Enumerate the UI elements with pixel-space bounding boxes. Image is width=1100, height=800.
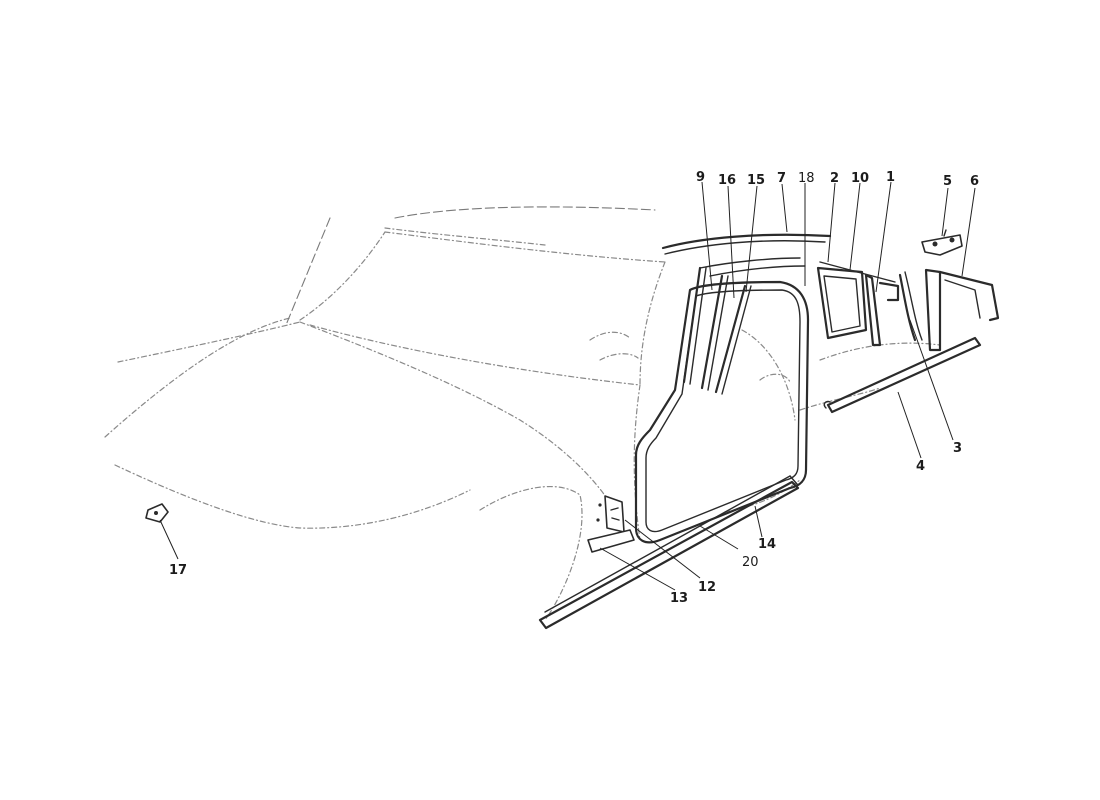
part-7-roof-rail bbox=[661, 233, 832, 250]
callout-2: 2 bbox=[830, 171, 839, 186]
callout-6: 6 bbox=[970, 174, 979, 189]
callout-20: 20 bbox=[742, 555, 759, 570]
callout-14: 14 bbox=[758, 537, 776, 552]
part-17-latch bbox=[145, 503, 169, 523]
part-13-plate bbox=[587, 529, 635, 553]
leader-lines bbox=[159, 181, 976, 591]
callout-9: 9 bbox=[696, 170, 705, 185]
callout-1: 1 bbox=[886, 170, 895, 185]
part-2-window-frame bbox=[816, 266, 868, 340]
part-20-sill bbox=[538, 480, 800, 630]
part-6-seal bbox=[924, 268, 942, 352]
callout-16: 16 bbox=[718, 173, 736, 188]
callout-4: 4 bbox=[916, 459, 925, 474]
callout-12: 12 bbox=[698, 580, 716, 595]
callout-18: 18 bbox=[798, 171, 815, 186]
part-4-trim bbox=[826, 336, 982, 414]
part-16-seal bbox=[700, 274, 724, 390]
parts bbox=[145, 229, 1000, 630]
callout-3: 3 bbox=[953, 441, 962, 456]
callout-5: 5 bbox=[943, 174, 952, 189]
part-5-bracket bbox=[921, 229, 963, 256]
part-14-sill bbox=[544, 475, 791, 613]
callout-15: 15 bbox=[747, 173, 765, 188]
part-12-bracket bbox=[596, 495, 625, 533]
callout-13: 13 bbox=[670, 591, 688, 606]
callout-labels: 9 16 15 7 18 2 10 1 5 6 3 4 14 20 12 13 … bbox=[169, 170, 979, 606]
callout-7: 7 bbox=[777, 171, 786, 186]
callout-17: 17 bbox=[169, 563, 187, 578]
car-body-outline bbox=[104, 206, 941, 621]
part-10-trim bbox=[819, 261, 896, 283]
part-1-strip bbox=[864, 273, 882, 347]
part-3-seal bbox=[898, 273, 917, 342]
part-15-seal bbox=[714, 284, 747, 394]
part-18-door-seal bbox=[634, 280, 810, 544]
callout-10: 10 bbox=[851, 171, 869, 186]
